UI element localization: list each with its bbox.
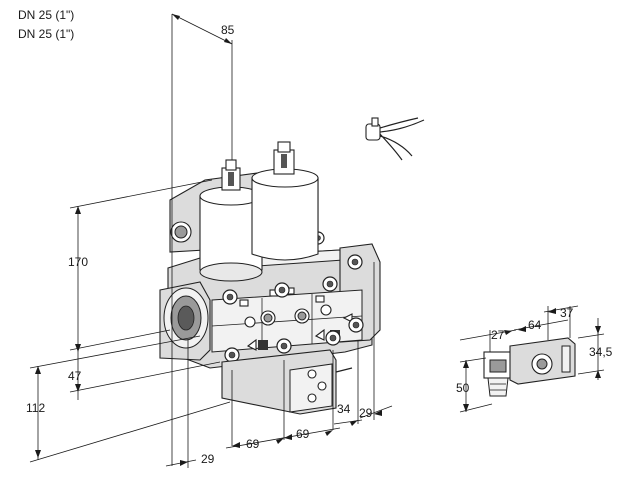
dim-label-69-second: 69 — [296, 427, 310, 441]
solenoid-coil-right — [251, 141, 319, 261]
product-size-label: DN 25 (1") — [18, 8, 75, 22]
dim-label-170: 170 — [68, 255, 88, 269]
valve-assembly — [159, 141, 381, 415]
dim-label-112: 112 — [26, 401, 45, 415]
plug-cable-icon — [365, 117, 425, 161]
dim-label-29-bottom: 29 — [201, 452, 215, 466]
connector-detail — [483, 337, 576, 397]
solenoid-coil-left — [199, 159, 263, 282]
product-size-label-secondary: DN 25 (1") — [18, 27, 75, 41]
dim-label-34-5: 34,5 — [589, 345, 613, 359]
dim-label-64: 64 — [528, 318, 542, 332]
dim-label-27: 27 — [491, 328, 505, 342]
dim-label-69-first: 69 — [246, 437, 260, 451]
dim-label-47: 47 — [68, 369, 82, 383]
dimension-lines — [29, 13, 605, 468]
dim-label-37: 37 — [560, 306, 574, 320]
dim-label-34: 34 — [337, 402, 351, 416]
dim-label-29-right: 29 — [359, 406, 373, 420]
dim-label-50: 50 — [456, 381, 470, 395]
dim-label-85: 85 — [221, 23, 235, 37]
